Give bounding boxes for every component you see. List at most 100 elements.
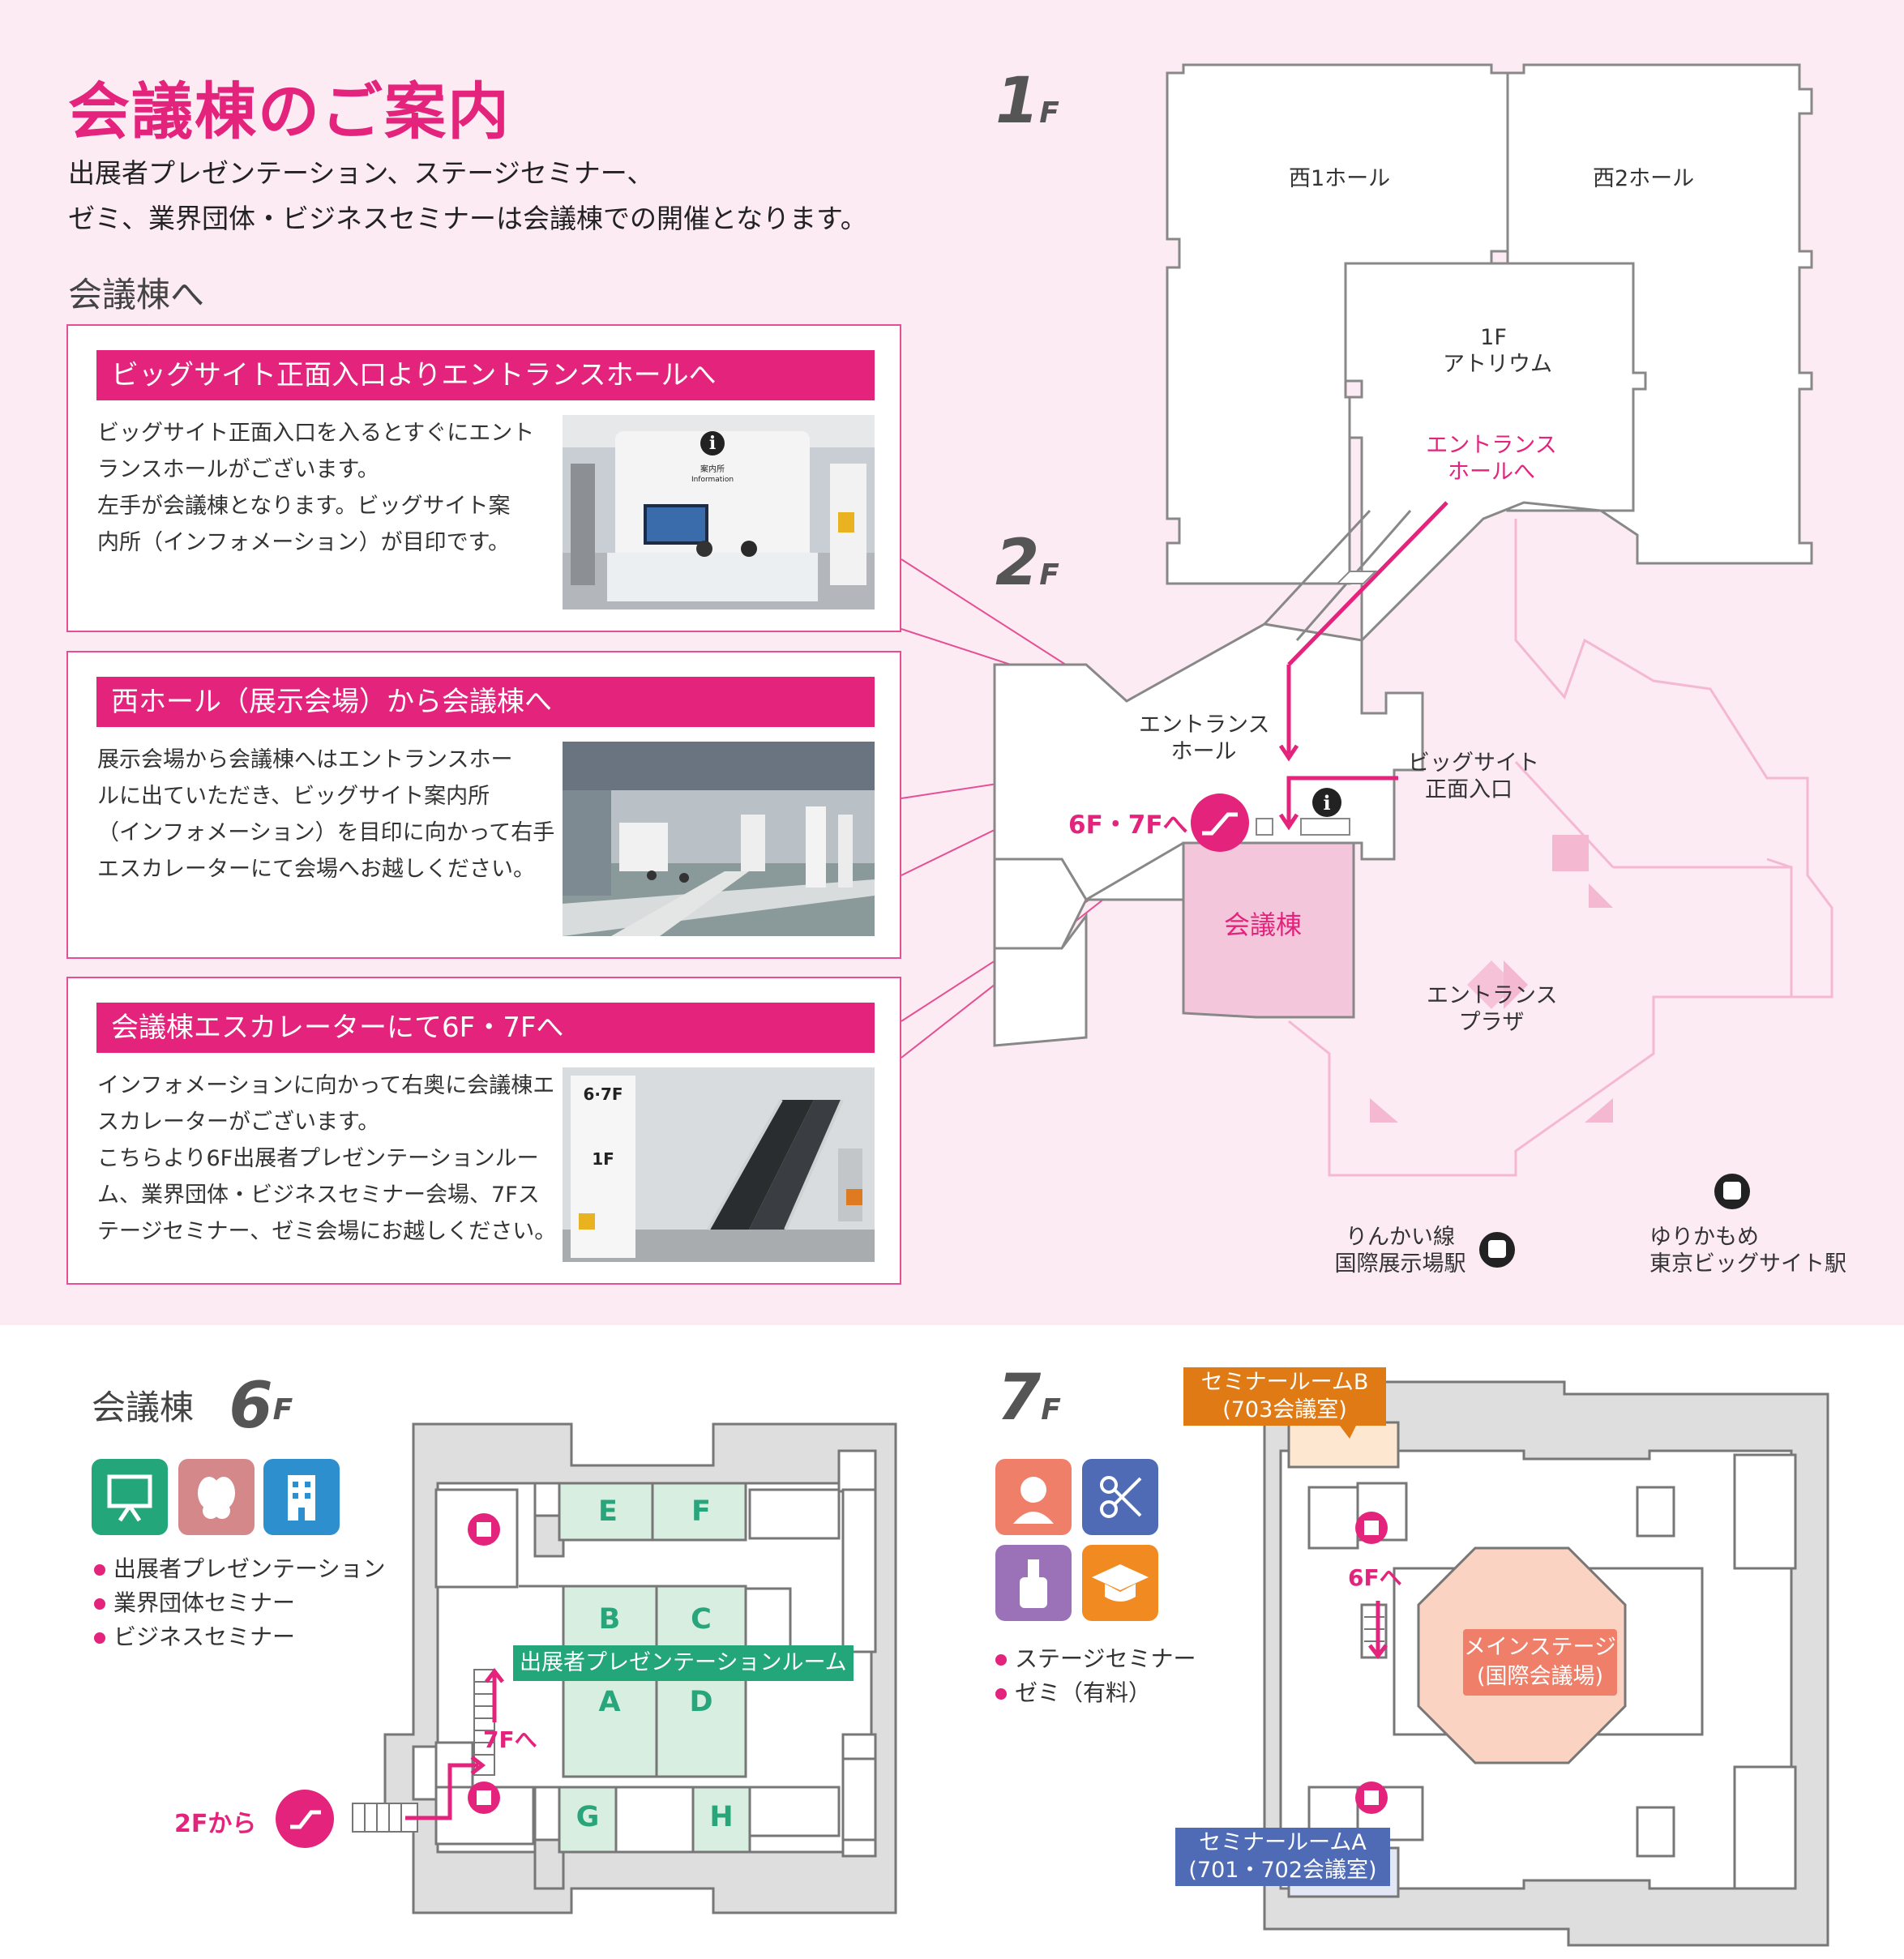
floor-number: 2: [995, 527, 1040, 600]
photo-sign-bottom: 1F: [592, 1149, 614, 1169]
lead-line: ゼミ、業界団体・ビジネスセミナーは会議棟での開催となります。: [68, 203, 867, 234]
to-6f-label: 6Fへ: [1348, 1564, 1402, 1591]
label-line: ゆりかもめ: [1649, 1225, 1759, 1250]
room-g: G: [575, 1801, 600, 1833]
seminar-room-a-label: セミナールームA (701・702会議室): [1175, 1828, 1390, 1886]
step-line: エスカレーターにて会場へお越しください。: [97, 857, 535, 882]
step-line: インフォメーションに向かって右奥に会議棟エ: [97, 1073, 555, 1098]
to-6f7f-label: 6F・7Fへ: [1068, 811, 1188, 840]
floor-1f-label: 1F: [995, 65, 1059, 138]
label-line: ホールへ: [1448, 460, 1535, 485]
label-line: (701・702会議室): [1188, 1858, 1377, 1883]
legend-item: ゼミ（有料）: [995, 1676, 1196, 1710]
to-7f-label: 7Fへ: [483, 1726, 537, 1753]
step-line: ランスホールがございます。: [97, 457, 379, 482]
legend-text: 業界団体セミナー: [113, 1589, 296, 1616]
presentation-room-label: 出展者プレゼンテーションルーム: [513, 1645, 854, 1681]
label-line: プラザ: [1458, 1010, 1525, 1035]
step-heading: 会議棟エスカレーターにて6F・7Fへ: [96, 1003, 875, 1053]
from-2f-label: 2Fから: [174, 1810, 257, 1838]
legend-text: ビジネスセミナー: [113, 1623, 296, 1650]
lead-text: 出展者プレゼンテーション、ステージセミナー、 ゼミ、業界団体・ビジネスセミナーは…: [68, 151, 867, 242]
label-line: りんかい線: [1346, 1225, 1455, 1250]
legend-item: ビジネスセミナー: [94, 1620, 385, 1654]
label-line: 1F: [1480, 325, 1507, 350]
floor-number: 1: [995, 65, 1040, 138]
photo-sign-top: 6·7F: [583, 1084, 623, 1104]
label-line: (国際会議場): [1476, 1664, 1604, 1689]
label-line: エントランス: [1427, 983, 1558, 1008]
floor-unit: F: [272, 1393, 293, 1426]
entrance-hall-label: エントランスホール: [1139, 712, 1269, 765]
info-glyph: i: [709, 433, 716, 454]
legend-item: 出展者プレゼンテーション: [94, 1552, 385, 1586]
floor6-title-text: 会議棟: [92, 1388, 195, 1427]
step-line: テージセミナー、ゼミ会場にお越しください。: [97, 1219, 557, 1244]
nail-polish-icon: [995, 1545, 1072, 1621]
room-c: C: [691, 1603, 712, 1636]
photo-sign-en: Information: [691, 476, 734, 484]
entrance-plaza-label: エントランスプラザ: [1427, 982, 1558, 1036]
step-line: 左手が会議棟となります。ビッグサイト案: [97, 494, 511, 519]
label-line: 国際展示場駅: [1334, 1251, 1466, 1277]
floor-unit: F: [1039, 96, 1059, 130]
room-d: D: [689, 1686, 713, 1718]
west-hall-1-label: 西1ホール: [1289, 166, 1391, 191]
step-card-3: 会議棟エスカレーターにて6F・7Fへ インフォメーションに向かって右奥に会議棟エ…: [66, 977, 901, 1285]
step-line: ルに出ていただき、ビッグサイト案内所: [97, 784, 490, 809]
room-b: B: [598, 1603, 621, 1636]
floor7-legend: ステージセミナー ゼミ（有料）: [995, 1642, 1196, 1710]
label-line: メインステージ: [1464, 1635, 1616, 1660]
floor6-legend: 出展者プレゼンテーション 業界団体セミナー ビジネスセミナー: [94, 1552, 385, 1654]
legend-text: ステージセミナー: [1015, 1645, 1196, 1672]
label-line: ホール: [1170, 739, 1237, 764]
west-hall-photo: [563, 742, 875, 936]
floor-number: 7: [997, 1362, 1042, 1435]
west-hall-2-label: 西2ホール: [1593, 166, 1695, 191]
legend-text: ゼミ（有料）: [1015, 1679, 1152, 1706]
label-line: 正面入口: [1425, 777, 1513, 802]
floor-unit: F: [1041, 1393, 1061, 1426]
label-line: ビッグサイト: [1408, 751, 1539, 776]
floor-unit: F: [1039, 558, 1059, 592]
stage-speaker-icon: [995, 1459, 1072, 1535]
conference-building-block: [1182, 841, 1355, 1019]
label-line: エントランス: [1426, 433, 1557, 458]
floor-number: 6: [229, 1370, 273, 1443]
floor6-title: 会議棟 6F: [92, 1370, 293, 1443]
step-line: ビッグサイト正面入口を入るとすぐにエント: [97, 421, 535, 446]
section-heading: 会議棟へ: [68, 275, 205, 314]
room-h: H: [709, 1801, 734, 1833]
lead-line: 出展者プレゼンテーション、ステージセミナー、: [68, 157, 654, 189]
page-title: 会議棟のご案内: [68, 75, 511, 148]
label-line: セミナールームB: [1200, 1370, 1369, 1395]
building-icon: [263, 1459, 340, 1535]
main-entrance-label: ビッグサイト正面入口: [1408, 750, 1539, 803]
legend-text: 出展者プレゼンテーション: [113, 1555, 386, 1582]
to-entrance-label: エントランスホールへ: [1406, 432, 1577, 485]
label-line: アトリウム: [1443, 352, 1552, 377]
butterfly-icon: [178, 1459, 255, 1535]
step-line: スカレーターがございます。: [97, 1110, 380, 1135]
step-text: インフォメーションに向かって右奥に会議棟エ スカレーターがございます。 こちらよ…: [97, 1067, 557, 1250]
step-card-2: 西ホール（展示会場）から会議棟へ 展示会場から会議棟へはエントランスホー ルに出…: [66, 651, 901, 959]
step-card-1: ビッグサイト正面入口よりエントランスホールへ ビッグサイト正面入口を入るとすぐに…: [66, 324, 901, 632]
main-stage-label: メインステージ (国際会議場): [1463, 1629, 1617, 1696]
info-icon: [1312, 788, 1341, 817]
label-line: セミナールームA: [1199, 1830, 1367, 1855]
conference-label: 会議棟: [1224, 909, 1303, 940]
step-heading: 西ホール（展示会場）から会議棟へ: [96, 677, 875, 727]
step-line: 展示会場から会議棟へはエントランスホー: [97, 747, 513, 772]
step-line: ム、業界団体・ビジネスセミナー会場、7Fス: [97, 1183, 540, 1208]
info-icon-glyph: i: [1323, 791, 1330, 815]
escalator-icon-6f: [276, 1790, 334, 1848]
yurikamome-station-label: ゆりかもめ東京ビッグサイト駅: [1649, 1224, 1846, 1277]
rinkai-station-label: りんかい線国際展示場駅: [1325, 1224, 1475, 1277]
escalator-photo: 6·7F 1F: [563, 1067, 875, 1262]
room-e: E: [598, 1495, 618, 1528]
step-line: こちらより6F出展者プレゼンテーションルー: [97, 1146, 539, 1171]
room-f: F: [691, 1495, 711, 1528]
graduation-cap-icon: [1082, 1545, 1158, 1621]
info-desk-photo: i 案内所 Information: [563, 415, 875, 610]
